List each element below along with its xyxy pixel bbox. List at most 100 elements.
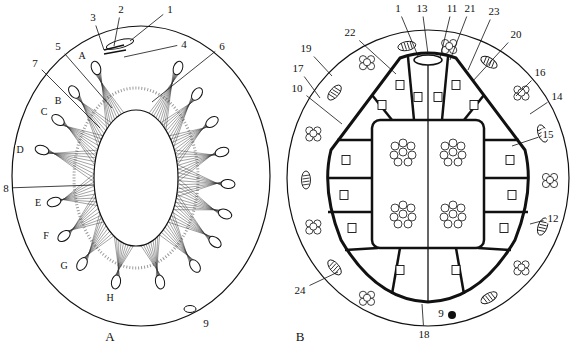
mesentery-outline [328, 53, 529, 302]
tentacle-section [189, 86, 205, 103]
fiber [177, 194, 225, 214]
fiber [43, 146, 94, 182]
muscle-cup [378, 101, 386, 110]
inner-lobe [440, 139, 466, 166]
fiber [73, 93, 106, 131]
septum [484, 139, 519, 142]
tentacle-section [207, 234, 224, 250]
fiber [75, 91, 103, 137]
septum [478, 248, 511, 250]
callout-number: 15 [542, 129, 555, 140]
septum [372, 95, 392, 120]
callout-letter: B [54, 96, 63, 106]
callout-number: 18 [418, 329, 431, 340]
callout-number: 1 [166, 4, 174, 15]
callout-letter: D [15, 145, 24, 155]
fiber [98, 67, 110, 124]
callout-number: 7 [31, 58, 39, 69]
callout-letter: G [59, 261, 68, 271]
fiber [178, 182, 224, 217]
leader-line [530, 220, 544, 224]
leader-line [450, 17, 467, 61]
fiber [59, 119, 97, 153]
muscle-cup [348, 224, 356, 233]
leader-line [516, 81, 532, 97]
callout-letter: F [42, 231, 50, 241]
tentacle-section [214, 146, 230, 159]
fiber [174, 91, 194, 147]
leader-line [114, 18, 119, 47]
mouth-slit [414, 55, 442, 65]
leader-line [472, 43, 508, 83]
leader-line [422, 304, 423, 326]
body-wall [287, 30, 569, 326]
fiber [166, 66, 174, 130]
leader-line [310, 272, 339, 286]
leader-line [440, 17, 450, 59]
callout-number: 6 [218, 41, 226, 52]
stipple-zone [74, 88, 198, 268]
midline [427, 58, 428, 302]
muscle-cup [414, 93, 422, 102]
bar-structure [104, 50, 126, 54]
septum [328, 211, 372, 214]
leader-line [307, 96, 343, 124]
gonad-ring [302, 39, 558, 306]
fiber [174, 208, 215, 242]
panel-letter: A [104, 330, 115, 343]
fiber [178, 178, 223, 218]
fiber [41, 152, 96, 158]
gonad-lobe [306, 220, 321, 234]
fiber [171, 93, 195, 141]
leader-line [13, 185, 94, 188]
septum [327, 177, 372, 180]
gonad-lobe [542, 173, 557, 187]
muscle-cup [434, 93, 442, 102]
body-wall [12, 26, 270, 326]
callout-number: 16 [534, 67, 547, 78]
tentacle-section [217, 207, 233, 221]
callout-number: 5 [54, 41, 62, 52]
callout-number: 10 [291, 83, 304, 94]
callout-number: 19 [300, 43, 313, 54]
inner-lobe [390, 201, 416, 228]
septum [337, 139, 372, 142]
striped-tentacle [479, 289, 499, 306]
striped-tentacle [302, 171, 311, 189]
striped-tentacle [325, 258, 343, 278]
fiber [171, 215, 216, 240]
fiber [170, 218, 193, 267]
callout-number: 12 [547, 213, 560, 224]
leader-line [402, 17, 418, 57]
dot-marker [448, 311, 456, 319]
leader-line [423, 17, 428, 55]
leader-line [304, 77, 320, 99]
fiber [178, 173, 228, 187]
fiber [43, 148, 94, 174]
fiber [42, 151, 96, 162]
muscle-cup [500, 224, 508, 233]
fiber [177, 190, 224, 215]
gonad-lobe [359, 56, 374, 70]
callout-number: 11 [446, 3, 459, 14]
leader-line [314, 57, 332, 77]
leader-line [468, 20, 490, 71]
muscle-cup [396, 81, 404, 90]
callout-number: 9 [202, 318, 210, 329]
fiber [156, 68, 179, 118]
fiber [160, 68, 177, 123]
muscle-cup [508, 191, 516, 200]
septum [464, 95, 484, 120]
septum [345, 248, 378, 250]
gonad-lobe [514, 86, 529, 100]
muscle-cup [342, 156, 350, 165]
leader-line [152, 51, 215, 102]
fiber [164, 67, 175, 128]
muscle-cup [340, 191, 348, 200]
gonad-lobe [359, 291, 374, 305]
tentacle-section [89, 60, 102, 76]
inner-lobe [440, 201, 466, 228]
gonad-lobe [514, 261, 529, 275]
inner-lobes [390, 139, 466, 228]
callout-number: 8 [2, 183, 10, 194]
